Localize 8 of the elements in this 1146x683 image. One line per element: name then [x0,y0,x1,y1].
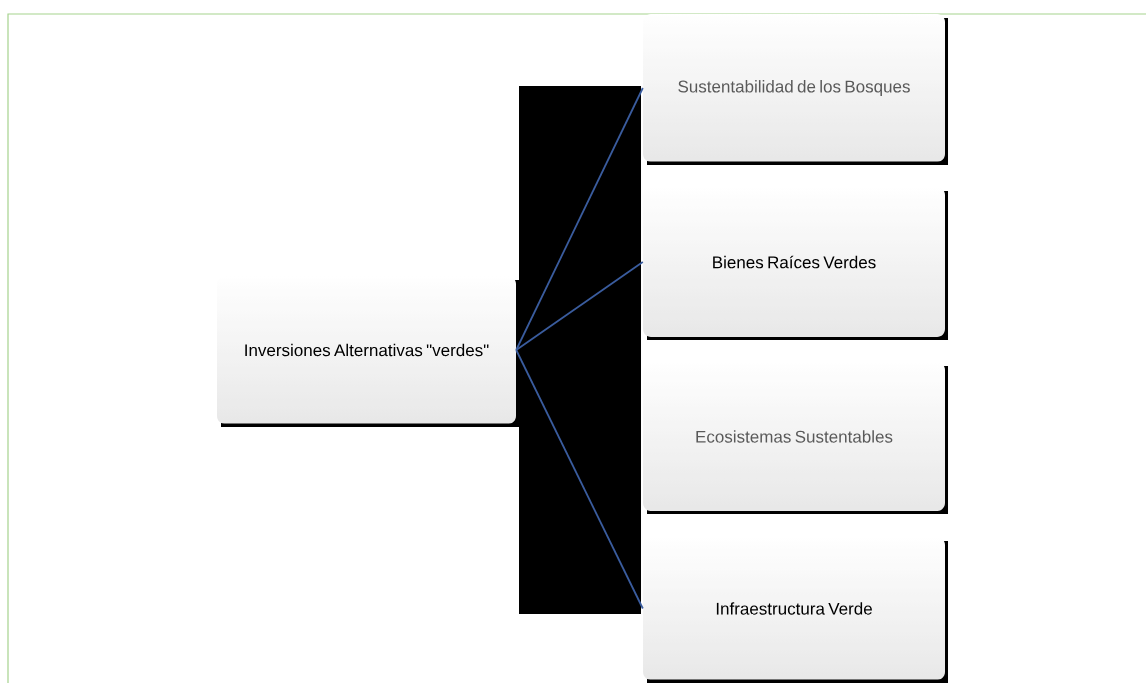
process-box: Ecosistemas Sustentables [643,362,948,514]
process-box: Bienes Raíces Verdes [643,187,948,340]
connector-line [515,349,644,610]
process-box: Sustentabilidad de los Bosques [643,14,948,165]
process-box: Infraestructura Verde [643,537,948,683]
process-box: Inversiones Alternativas "verdes" [217,276,519,427]
connector-line [515,87,644,351]
connector-line [515,261,644,351]
